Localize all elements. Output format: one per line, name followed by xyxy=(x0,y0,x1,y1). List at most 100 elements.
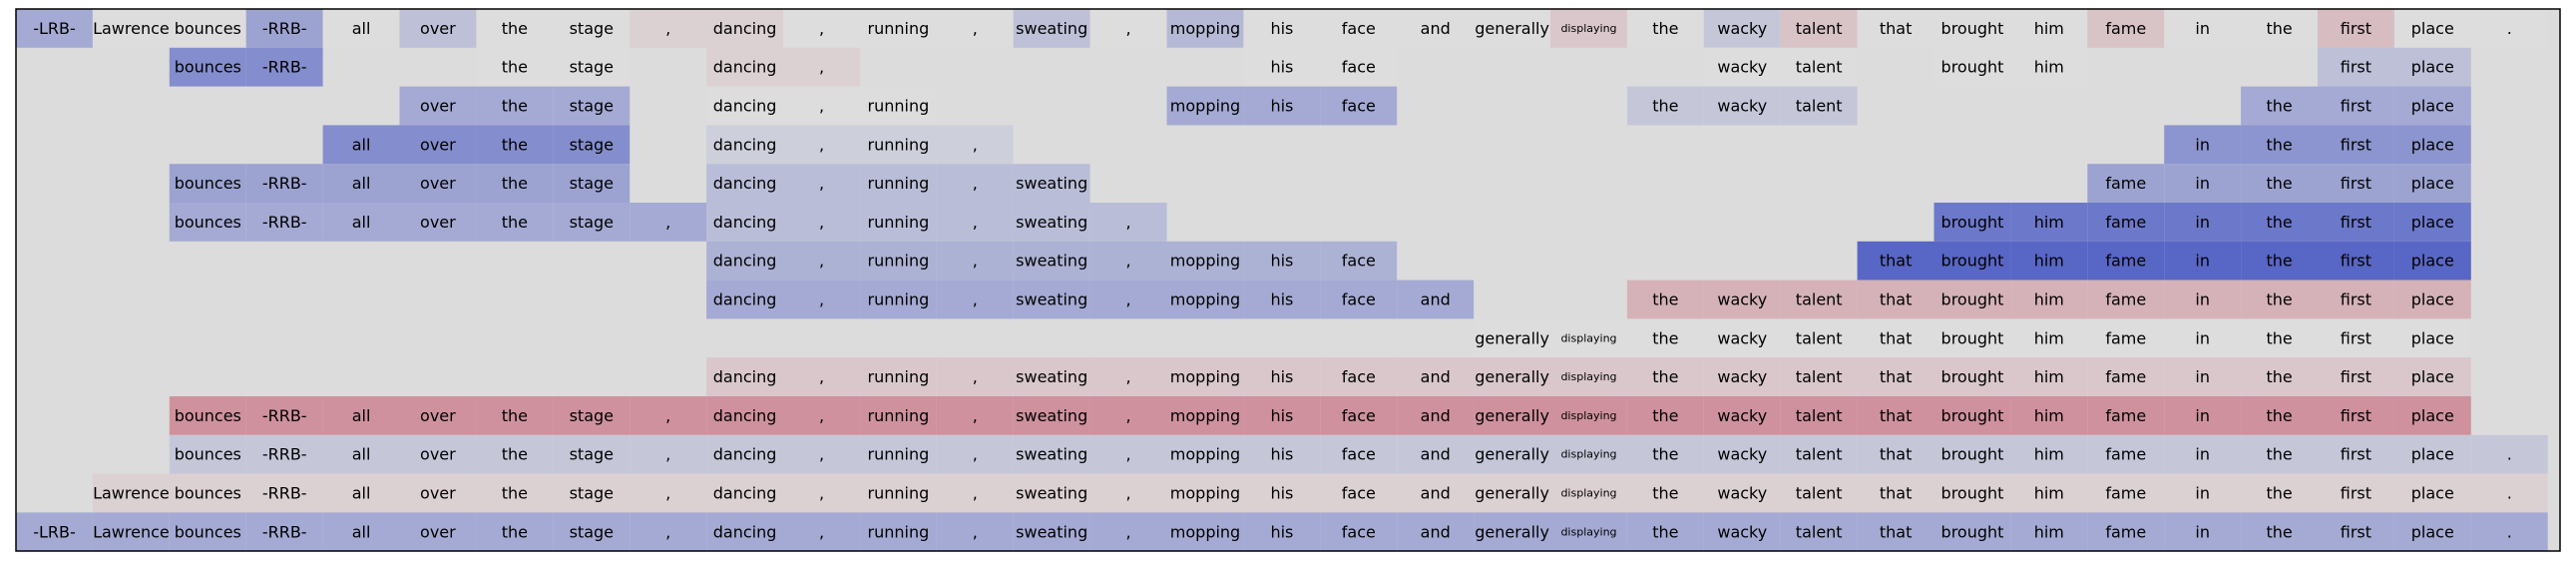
token-label: first xyxy=(2341,367,2371,386)
token-label: in xyxy=(2195,174,2210,193)
token-label: mopping xyxy=(1170,252,1240,271)
heatmap-cell xyxy=(783,47,860,87)
heatmap-cell xyxy=(16,512,93,552)
token-label: in xyxy=(2195,328,2210,347)
heatmap-cell xyxy=(399,512,477,552)
heatmap-cell xyxy=(2241,357,2318,396)
token-label: wacky xyxy=(1717,406,1767,425)
token-label: face xyxy=(1342,58,1376,77)
token-label: -RRB- xyxy=(262,213,307,232)
heatmap-cell xyxy=(2318,318,2394,358)
token-label: in xyxy=(2195,445,2210,464)
heatmap-cell xyxy=(322,396,400,435)
heatmap-cell xyxy=(1857,396,1934,435)
heatmap-cell xyxy=(2087,9,2165,48)
token-label: place xyxy=(2411,290,2454,309)
token-label: all xyxy=(352,406,371,425)
heatmap-cell xyxy=(1397,473,1475,513)
token-label: generally xyxy=(1475,328,1549,347)
token-label: all xyxy=(352,522,371,541)
heatmap-cell xyxy=(1933,47,2011,87)
heatmap-cell xyxy=(936,512,1014,552)
token-label: his xyxy=(1270,367,1293,386)
token-label: running xyxy=(868,290,930,309)
token-label: , xyxy=(973,445,978,464)
token-label: first xyxy=(2341,522,2371,541)
token-label: the xyxy=(2266,19,2292,38)
heatmap-cell xyxy=(1703,473,1781,513)
token-label: fame xyxy=(2105,213,2146,232)
token-label: in xyxy=(2195,367,2210,386)
heatmap-cell xyxy=(2393,164,2471,203)
heatmap-cell xyxy=(1166,357,1244,396)
heatmap-cell xyxy=(2393,125,2471,165)
token-label: , xyxy=(665,406,670,425)
heatmap-cell xyxy=(1089,280,1167,319)
heatmap-cell xyxy=(2241,125,2318,165)
token-label: wacky xyxy=(1717,290,1767,309)
token-label: the xyxy=(2266,97,2292,116)
heatmap-cell xyxy=(476,512,554,552)
heatmap-cell xyxy=(169,164,246,203)
token-label: fame xyxy=(2105,328,2146,347)
heatmap-cell xyxy=(2241,473,2318,513)
token-label: running xyxy=(868,135,930,154)
token-label: mopping xyxy=(1170,522,1240,541)
heatmap-cell xyxy=(2241,434,2318,474)
heatmap-cell xyxy=(1780,47,1858,87)
heatmap-cell xyxy=(2318,357,2394,396)
token-label: the xyxy=(1652,367,1678,386)
heatmap-cell xyxy=(630,9,707,48)
heatmap-cell xyxy=(245,434,323,474)
token-label: talent xyxy=(1796,445,1843,464)
heatmap-cell xyxy=(2010,47,2088,87)
heatmap-cell xyxy=(399,9,477,48)
token-label: , xyxy=(1126,367,1131,386)
token-label: sweating xyxy=(1016,367,1087,386)
heatmap-cell xyxy=(859,473,937,513)
heatmap-cell xyxy=(245,47,323,87)
token-label: generally xyxy=(1475,19,1549,38)
heatmap-cell xyxy=(322,125,400,165)
heatmap-cell xyxy=(1933,396,2011,435)
heatmap-cell xyxy=(476,164,554,203)
heatmap-cell xyxy=(476,396,554,435)
heatmap-cell xyxy=(553,203,631,242)
heatmap-cell xyxy=(859,241,937,281)
token-label: over xyxy=(420,445,456,464)
token-label: the xyxy=(502,174,528,193)
heatmap-cell xyxy=(1243,434,1321,474)
heatmap-cell xyxy=(783,86,860,126)
heatmap-cell xyxy=(936,125,1014,165)
heatmap-cell xyxy=(2164,164,2242,203)
token-label: stage xyxy=(570,522,614,541)
token-label: fame xyxy=(2105,174,2146,193)
token-label: and xyxy=(1421,522,1451,541)
token-label: wacky xyxy=(1717,367,1767,386)
heatmap-cell xyxy=(553,9,631,48)
token-label: fame xyxy=(2105,445,2146,464)
heatmap-cell xyxy=(1397,396,1475,435)
heatmap-cell xyxy=(2164,9,2242,48)
heatmap-cell xyxy=(936,164,1014,203)
heatmap-cell xyxy=(1397,434,1475,474)
heatmap-cell xyxy=(859,9,937,48)
token-label: the xyxy=(502,58,528,77)
heatmap-cell xyxy=(1703,9,1781,48)
token-label: running xyxy=(868,522,930,541)
heatmap-cell xyxy=(1780,9,1858,48)
heatmap-cell xyxy=(1933,318,2011,358)
token-label: , xyxy=(819,484,824,503)
heatmap-cell xyxy=(1397,280,1475,319)
heatmap-cell xyxy=(936,280,1014,319)
heatmap-cell xyxy=(1013,241,1090,281)
token-label: him xyxy=(2034,58,2064,77)
token-label: running xyxy=(868,484,930,503)
token-label: bounces xyxy=(175,213,241,232)
token-label: in xyxy=(2195,252,2210,271)
heatmap-cell xyxy=(2393,473,2471,513)
heatmap-cell xyxy=(2318,9,2394,48)
token-label: , xyxy=(1126,252,1131,271)
heatmap-cell xyxy=(630,473,707,513)
